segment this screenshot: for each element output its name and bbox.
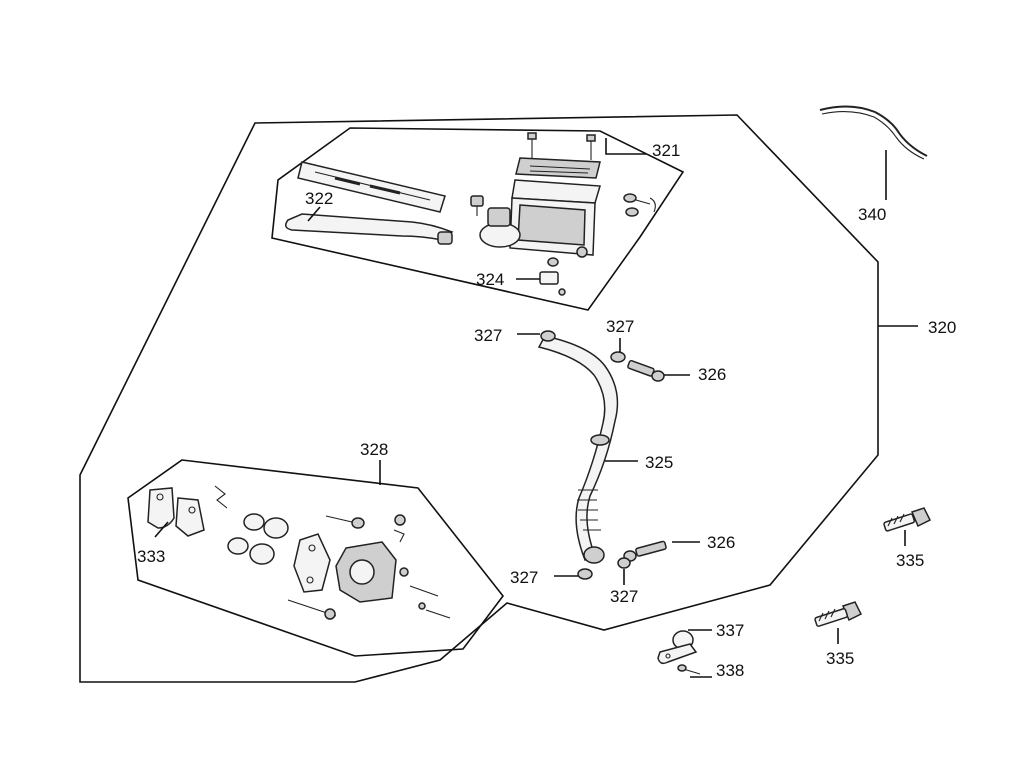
callout-327-lower-left: 327 bbox=[510, 568, 538, 587]
callout-327-upper-right: 327 bbox=[606, 317, 634, 336]
caliper-pistons-seals bbox=[227, 513, 289, 565]
master-cylinder-body bbox=[479, 179, 601, 267]
bolt-335-upper bbox=[883, 507, 932, 532]
leader-lines bbox=[154, 138, 918, 678]
caliper-body bbox=[335, 541, 397, 603]
mirror-clamp-324 bbox=[539, 271, 566, 296]
master-cylinder-group-outline bbox=[271, 127, 685, 311]
hose-clamp-337 bbox=[657, 630, 698, 665]
callout-320: 320 bbox=[928, 318, 956, 337]
caliper-slide-pins bbox=[287, 514, 406, 620]
callout-328: 328 bbox=[360, 440, 388, 459]
callout-335-lower: 335 bbox=[826, 649, 854, 668]
callout-335-upper: 335 bbox=[896, 551, 924, 570]
callout-327-lower-right: 327 bbox=[610, 587, 638, 606]
callout-326-lower: 326 bbox=[707, 533, 735, 552]
caliper-bleeder-parts bbox=[399, 567, 451, 619]
callout-340: 340 bbox=[858, 205, 886, 224]
cable-340 bbox=[819, 105, 928, 160]
callout-338: 338 bbox=[716, 661, 744, 680]
caliper-bracket bbox=[293, 533, 331, 593]
brake-pads-333 bbox=[147, 487, 205, 537]
brake-hose-325 bbox=[537, 335, 619, 564]
lever-pivot-bolt bbox=[623, 193, 656, 217]
callout-322: 322 bbox=[305, 189, 333, 208]
banjo-bolt-lower-326 bbox=[623, 540, 667, 562]
callout-321: 321 bbox=[652, 141, 680, 160]
screw-338 bbox=[677, 664, 701, 675]
bleeder-fitting bbox=[470, 195, 484, 216]
pad-spring bbox=[214, 485, 228, 509]
callout-324: 324 bbox=[476, 270, 504, 289]
lever-decal bbox=[297, 161, 446, 213]
callout-327-upper-left: 327 bbox=[474, 326, 502, 345]
banjo-bolt-upper-326 bbox=[627, 359, 665, 382]
assembly-outline-320 bbox=[79, 114, 879, 683]
callout-325: 325 bbox=[645, 453, 673, 472]
bolt-335-lower bbox=[814, 601, 863, 627]
reservoir-diaphragm bbox=[515, 157, 601, 179]
callout-326-upper: 326 bbox=[698, 365, 726, 384]
callout-333: 333 bbox=[137, 547, 165, 566]
brake-lever-322 bbox=[285, 213, 454, 245]
sealing-washers-327 bbox=[540, 330, 631, 580]
callout-337: 337 bbox=[716, 621, 744, 640]
master-cylinder-cover-screws bbox=[527, 132, 596, 160]
caliper-group-outline bbox=[127, 459, 505, 657]
